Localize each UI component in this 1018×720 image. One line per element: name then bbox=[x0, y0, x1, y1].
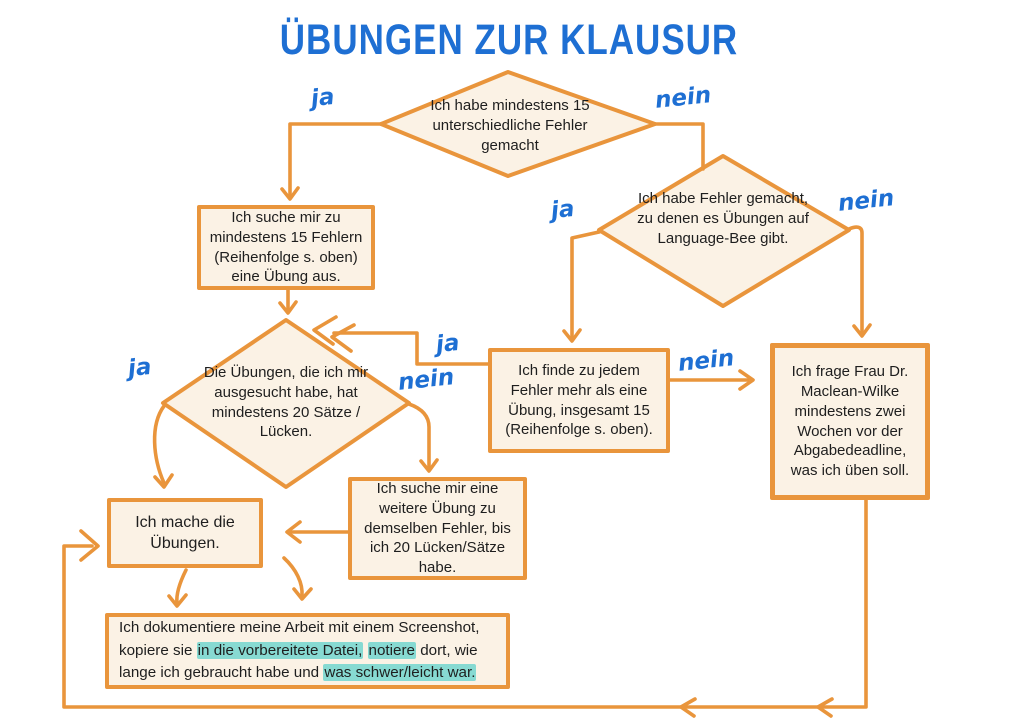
node-decision-15-errors: Ich habe mindestens 15 unterschiedliche … bbox=[430, 97, 590, 154]
arrow-sentences-nein bbox=[407, 402, 431, 470]
arrowhead bbox=[312, 315, 338, 346]
arrowhead bbox=[562, 328, 582, 343]
arrow-do-to-document bbox=[175, 568, 188, 605]
node-document-work: Ich dokumentiere meine Arbeit mit einem … bbox=[105, 613, 510, 689]
arrowhead bbox=[167, 593, 188, 608]
arrow-errors-ja bbox=[288, 122, 383, 198]
diamond-20-sentences-shape bbox=[161, 318, 411, 489]
arrowhead bbox=[738, 369, 755, 391]
document-work-text: Ich dokumentiere meine Arbeit mit einem … bbox=[119, 617, 496, 685]
node-another-exercise: Ich suche mir eine weitere Übung zu dems… bbox=[348, 477, 527, 580]
arrowhead bbox=[292, 587, 313, 601]
arrow-teacher-loop bbox=[62, 498, 868, 709]
edge-label-sentences-ja: ja bbox=[126, 353, 153, 383]
plain-text: dort, wie lange ich gebraucht habe und bbox=[119, 641, 478, 682]
arrowhead bbox=[79, 529, 100, 562]
diamond-languagebee-shape bbox=[597, 154, 851, 308]
arrowhead bbox=[852, 323, 872, 338]
node-decision-languagebee: Ich habe Fehler gemacht, zu denen es Übu… bbox=[637, 190, 809, 247]
plain-text: Ich dokumentiere meine Arbeit mit einem … bbox=[119, 618, 480, 659]
diamond-15-errors-shape bbox=[379, 70, 657, 178]
edge-label-errors-ja: ja bbox=[309, 83, 336, 113]
arrow-languagebee-nein bbox=[847, 225, 864, 335]
arrowhead bbox=[816, 697, 834, 718]
highlighted-text: in die vorbereitete Datei, bbox=[196, 641, 364, 659]
arrowhead bbox=[419, 458, 439, 473]
arrow-languagebee-ja bbox=[570, 230, 601, 340]
node-pick-exercises: Ich suche mir zu mindestens 15 Fehlern (… bbox=[197, 205, 375, 290]
plain-text bbox=[363, 642, 367, 659]
node-find-more-exercises: Ich finde zu jedem Fehler mehr als eine … bbox=[488, 348, 670, 453]
node-ask-teacher: Ich frage Frau Dr. Maclean-Wilke mindest… bbox=[770, 343, 930, 500]
node-do-exercises: Ich mache die Übungen. bbox=[107, 498, 263, 568]
arrowhead bbox=[278, 300, 298, 315]
edge-label-find-ja: ja bbox=[434, 329, 461, 359]
node-decision-20-sentences: Die Übungen, die ich mir ausgesucht habe… bbox=[203, 364, 369, 441]
arrow-errors-nein bbox=[653, 122, 705, 171]
arrow-sentences-ja bbox=[152, 404, 166, 485]
arrowhead bbox=[330, 323, 356, 353]
arrow-another-to-document bbox=[282, 556, 304, 598]
arrowhead bbox=[280, 186, 300, 201]
page-title: ÜBUNGEN ZUR KLAUSUR bbox=[279, 16, 739, 64]
edge-label-languagebee-ja: ja bbox=[549, 195, 576, 225]
arrowhead bbox=[153, 473, 174, 489]
highlighted-text: notiere bbox=[367, 641, 416, 659]
arrowhead bbox=[679, 697, 697, 718]
arrow-find-ja bbox=[332, 331, 490, 366]
highlighted-text: was schwer/leicht war. bbox=[323, 664, 477, 682]
arrowhead bbox=[285, 520, 302, 544]
